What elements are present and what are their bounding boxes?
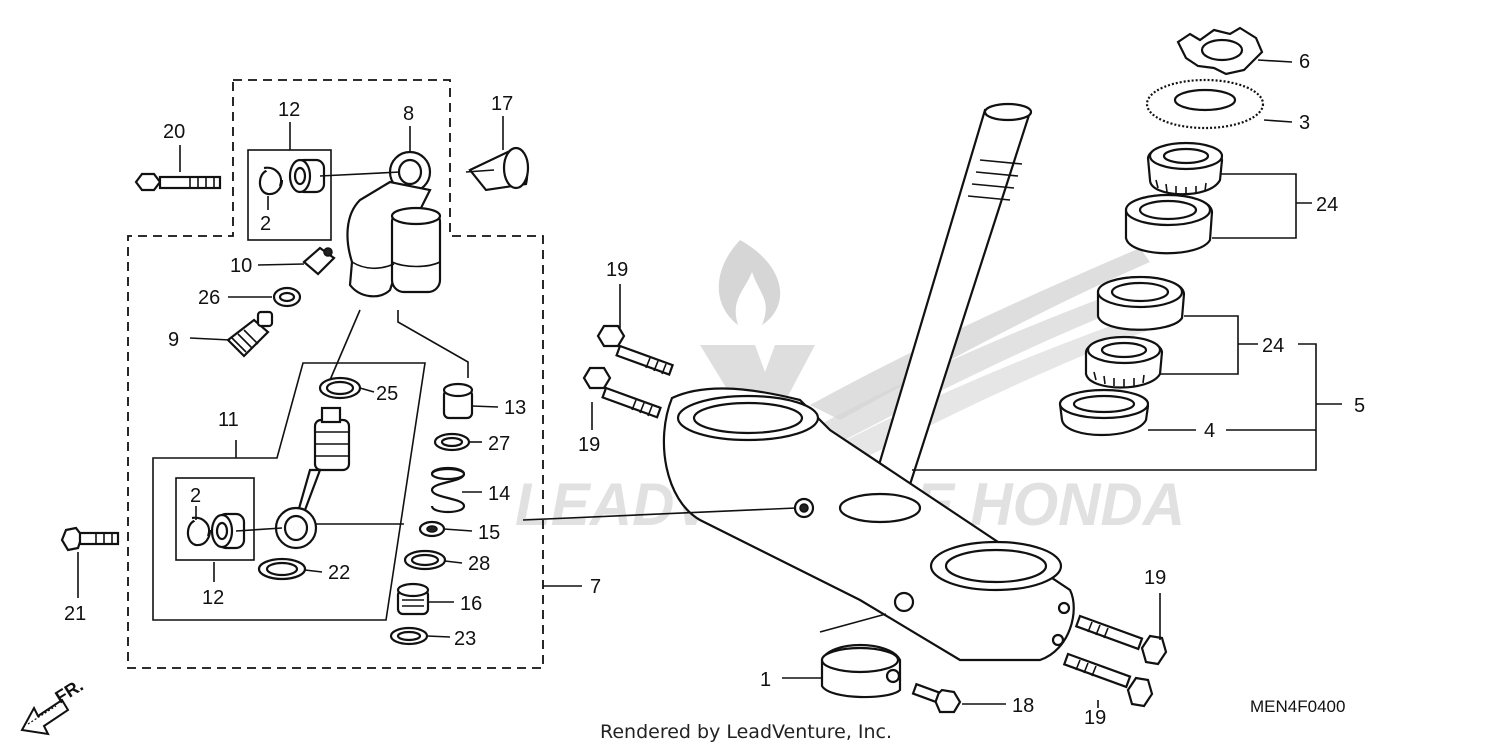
callout-27: 27 (488, 433, 510, 455)
callout-25: 25 (376, 383, 398, 405)
washer-22 (257, 557, 307, 581)
washer-27 (433, 432, 471, 452)
callout-14: 14 (488, 483, 510, 505)
flame-logo-watermark (700, 240, 815, 430)
callout-24-upper: 24 (1316, 194, 1338, 216)
bolt-20 (134, 172, 222, 192)
locknut-6 (1176, 26, 1264, 76)
circlip-2-lower (186, 516, 212, 547)
bolt-19-left-lower (582, 366, 662, 419)
bushing-12-lower (210, 512, 246, 550)
callout-19-a: 19 (606, 259, 628, 281)
callout-16: 16 (460, 593, 482, 615)
washer-23 (389, 626, 429, 646)
valve-10 (302, 246, 336, 276)
callout-3: 3 (1299, 112, 1310, 134)
callout-21: 21 (64, 603, 86, 625)
bolt-21 (60, 526, 120, 552)
bearing-24-lower (1084, 335, 1164, 389)
bolt-19-right-lower (1062, 652, 1154, 708)
callout-20: 20 (163, 121, 185, 143)
cap-17 (468, 146, 530, 192)
callout-labels: 20 12 2 8 17 10 26 9 25 11 13 27 14 15 2… (64, 51, 1365, 729)
washer-25 (318, 376, 362, 400)
nut-15 (418, 520, 446, 538)
callout-8: 8 (403, 103, 414, 125)
shaft-assembly-11 (274, 406, 351, 550)
bolt-19-right-upper (1074, 614, 1168, 666)
bolt-18 (911, 682, 962, 714)
oring-28 (403, 549, 447, 571)
clamp-1 (820, 644, 902, 699)
callout-1: 1 (760, 669, 771, 691)
assembly-boundary-7 (127, 79, 544, 669)
callout-7: 7 (590, 576, 601, 598)
race-24-upper (1124, 193, 1214, 255)
callout-22: 22 (328, 562, 350, 584)
race-24-lower (1096, 275, 1186, 331)
bolt-19-left-upper (596, 324, 675, 376)
callout-2-top: 2 (260, 213, 271, 235)
bushing-12-top (288, 158, 326, 194)
bearing-24-upper (1146, 141, 1224, 196)
callout-23: 23 (454, 628, 476, 650)
steering-stem (868, 102, 1033, 502)
callout-6: 6 (1299, 51, 1310, 73)
callout-13: 13 (504, 397, 526, 419)
callout-2-lower: 2 (190, 485, 201, 507)
group-box-12-lower (175, 477, 255, 561)
callout-10: 10 (230, 255, 252, 277)
damper-body (346, 150, 442, 298)
leader-lines (77, 59, 1342, 708)
callout-9: 9 (168, 329, 179, 351)
diagram-code: MEN4F0400 (1250, 697, 1345, 716)
steering-stem-bridge (662, 387, 1075, 662)
callout-11: 11 (218, 409, 239, 431)
cap-13 (442, 382, 474, 420)
footer-credit: Rendered by LeadVenture, Inc. (600, 721, 892, 743)
callout-19-d: 19 (1084, 707, 1106, 729)
group-box-11 (152, 362, 426, 621)
front-direction-indicator: FR. (20, 675, 87, 736)
dust-seal-3 (1145, 78, 1265, 130)
plug-16 (396, 582, 430, 616)
callout-5: 5 (1354, 395, 1365, 417)
callout-24-lower: 24 (1262, 335, 1284, 357)
callout-18: 18 (1012, 695, 1034, 717)
circlip-2-top (258, 166, 284, 196)
adjuster-9 (226, 310, 274, 358)
callout-19-c: 19 (1144, 567, 1166, 589)
callout-12-lower: 12 (202, 587, 224, 609)
callout-19-b: 19 (578, 434, 600, 456)
spring-14 (430, 466, 466, 514)
callout-28: 28 (468, 553, 490, 575)
front-arrow-icon (20, 698, 70, 736)
callout-17: 17 (491, 93, 513, 115)
dust-seal-4 (1058, 388, 1150, 436)
callout-12-top: 12 (278, 99, 300, 121)
oring-26 (272, 286, 302, 308)
callout-26: 26 (198, 287, 220, 309)
callout-4: 4 (1204, 420, 1215, 442)
callout-15: 15 (478, 522, 500, 544)
